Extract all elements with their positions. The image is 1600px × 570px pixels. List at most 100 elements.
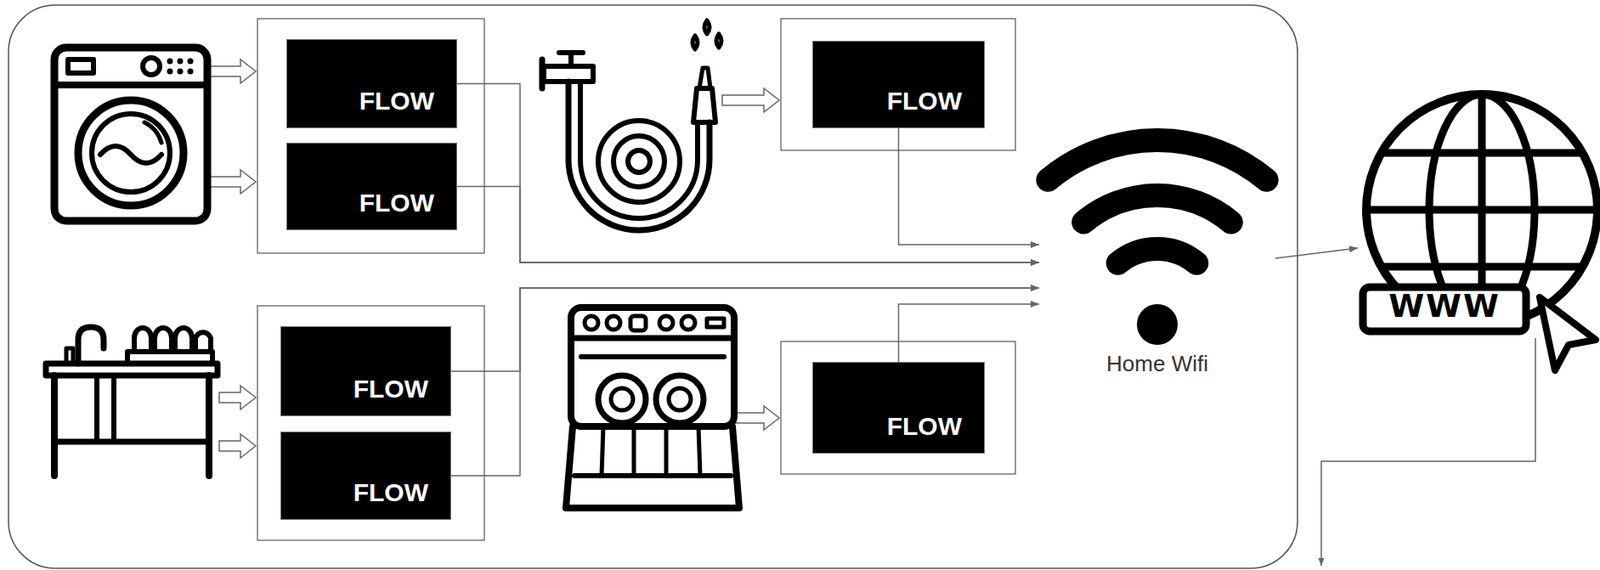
drawing-part bbox=[568, 81, 710, 231]
drawing-part bbox=[209, 59, 256, 84]
drawing-part bbox=[1118, 248, 1198, 264]
drawing-part bbox=[50, 375, 58, 476]
drawing-part bbox=[571, 307, 735, 427]
drawing-part bbox=[257, 305, 485, 541]
data-connector bbox=[1275, 248, 1358, 259]
drawing-part bbox=[627, 150, 651, 173]
internet-globe: WWW bbox=[1357, 84, 1598, 340]
drawing-part bbox=[66, 348, 74, 364]
drawing-part bbox=[704, 20, 710, 34]
sensor-label: FLOW bbox=[887, 412, 962, 442]
drawing-part bbox=[1366, 206, 1598, 215]
data-connector bbox=[898, 128, 1041, 245]
drawing-part bbox=[722, 88, 780, 113]
drawing-part bbox=[632, 426, 637, 476]
drawing-part bbox=[601, 426, 604, 476]
wifi-symbol bbox=[1047, 140, 1267, 345]
drawing-part bbox=[257, 18, 485, 254]
drawing-part bbox=[584, 316, 599, 330]
kitchen-sink-icon bbox=[45, 327, 218, 476]
drawing-part bbox=[1362, 287, 1527, 332]
drawing-part bbox=[655, 375, 704, 424]
drawing-part bbox=[205, 375, 213, 476]
wifi-router: Home Wifi bbox=[1039, 127, 1276, 383]
drawing-part bbox=[598, 375, 646, 424]
drawing-part bbox=[91, 113, 170, 193]
drawing-part bbox=[94, 375, 100, 442]
drawing-part bbox=[54, 81, 208, 89]
drawing-part bbox=[187, 58, 194, 65]
flow-sensor-box: FLOW bbox=[812, 40, 985, 129]
drawing-part bbox=[195, 332, 211, 352]
flow-sensor-box: FLOW bbox=[812, 361, 985, 454]
drawing-part bbox=[598, 120, 680, 203]
router-label: Home Wifi bbox=[1039, 351, 1276, 378]
drawing-part bbox=[692, 35, 698, 50]
data-connector bbox=[451, 288, 1040, 476]
drawing-part bbox=[706, 318, 724, 328]
sensor-label: FLOW bbox=[887, 86, 962, 117]
drawing-part bbox=[780, 341, 1016, 475]
drawing-part bbox=[111, 375, 117, 442]
drawing-part bbox=[54, 47, 208, 221]
washing-machine-icon bbox=[54, 47, 208, 221]
drawing-part bbox=[699, 67, 711, 89]
flow-sensor-box: FLOW bbox=[286, 39, 458, 129]
drawing-part bbox=[175, 327, 193, 352]
drawing-part bbox=[539, 59, 546, 89]
drawing-part bbox=[67, 59, 94, 74]
drawing-part bbox=[219, 434, 256, 458]
dishwasher-icon bbox=[565, 307, 740, 509]
web-label: WWW bbox=[1362, 287, 1527, 332]
drawing-part bbox=[1539, 297, 1596, 371]
drawing-part bbox=[574, 473, 731, 479]
drawing-part bbox=[144, 122, 162, 143]
drawing-part bbox=[142, 57, 160, 75]
drawing-part bbox=[571, 335, 735, 342]
flow-sensor-box: FLOW bbox=[280, 326, 452, 417]
drawing-part bbox=[134, 327, 152, 352]
flow-sensor-box: FLOW bbox=[286, 142, 458, 231]
drawing-part bbox=[613, 135, 665, 187]
drawing-part bbox=[154, 327, 172, 352]
drawing-part bbox=[100, 146, 162, 164]
drawing-part bbox=[581, 354, 724, 360]
drawing-part bbox=[219, 385, 256, 410]
data-connector bbox=[457, 186, 1040, 264]
drawing-part bbox=[209, 169, 256, 194]
drawing-part bbox=[1381, 263, 1583, 272]
drawing-part bbox=[659, 316, 673, 330]
drawing-part bbox=[1083, 195, 1232, 223]
house-boundary bbox=[8, 5, 1298, 569]
drawing-part bbox=[698, 426, 701, 476]
drawing-part bbox=[565, 426, 740, 509]
drawing-part bbox=[735, 406, 780, 430]
drawing-part bbox=[1047, 140, 1267, 181]
outbound-line bbox=[1321, 338, 1536, 566]
drawing-part bbox=[78, 327, 104, 364]
sensor-group-frame bbox=[257, 18, 1016, 541]
drawing-part bbox=[668, 388, 691, 411]
drawing-part bbox=[167, 68, 174, 75]
flow-sensor-box: FLOW bbox=[280, 431, 452, 521]
drawing-part bbox=[54, 439, 210, 446]
sensor-label: FLOW bbox=[353, 478, 429, 509]
drawing-part bbox=[693, 88, 716, 123]
sensor-label: FLOW bbox=[359, 188, 435, 219]
sensor-label: FLOW bbox=[359, 86, 435, 117]
drawing-part bbox=[630, 316, 646, 331]
data-connector bbox=[457, 84, 1040, 264]
drawing-part bbox=[664, 426, 669, 476]
drawing-part bbox=[1381, 149, 1583, 158]
drawing-part bbox=[177, 58, 184, 65]
drawing-part bbox=[167, 58, 174, 65]
globe-icon bbox=[1362, 94, 1598, 371]
drawing-part bbox=[187, 68, 194, 75]
drawing-part bbox=[716, 33, 722, 48]
drawing-part bbox=[559, 50, 583, 56]
sensor-label: FLOW bbox=[353, 374, 429, 405]
drawing-part bbox=[606, 316, 621, 330]
